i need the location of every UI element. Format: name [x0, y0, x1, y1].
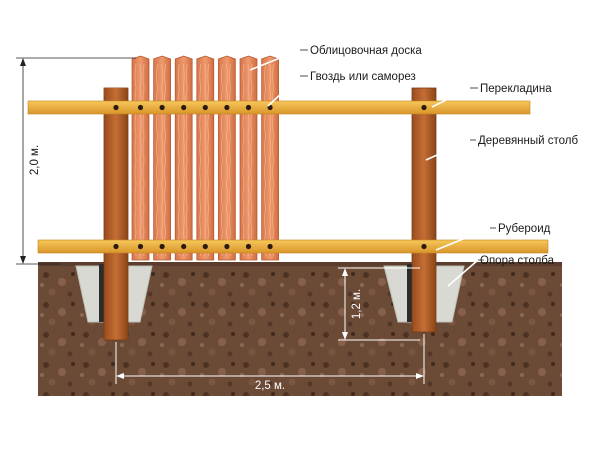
board-grain [207, 63, 210, 257]
wooden-post-left [103, 87, 129, 341]
nail-head [202, 104, 208, 111]
nail-head [421, 104, 427, 111]
board-grain [269, 63, 271, 257]
height-dimension: 2,0 м. [16, 57, 136, 265]
label-roofing-felt: Рубероид [498, 223, 551, 235]
nail-head [113, 243, 119, 250]
nail-head [137, 104, 144, 111]
nail-head [159, 243, 165, 250]
board-grain [250, 63, 253, 257]
callout-leaders [249, 49, 496, 287]
nail-head [245, 243, 252, 250]
board-grain [225, 63, 228, 257]
board-grain [164, 63, 167, 257]
board-grain [134, 63, 137, 257]
post-left-front [104, 88, 128, 96]
board-grain [156, 63, 159, 257]
board-grain [229, 63, 231, 257]
crossbar-bottom [37, 239, 549, 254]
nail-head [224, 104, 230, 111]
height-label: 2,0 м. [29, 145, 41, 175]
board-grain [204, 63, 207, 257]
wooden-post-right [411, 87, 437, 333]
label-cladding-board: Облицовочная доска [310, 45, 422, 57]
crossbar-top [27, 100, 531, 115]
nail-head [137, 243, 144, 250]
nail-head [181, 104, 187, 111]
roofing-felt-left [99, 264, 104, 322]
board-grain [247, 63, 250, 257]
board-grain [139, 63, 142, 257]
board-grain [177, 63, 180, 257]
board-grain [161, 63, 163, 257]
nail-head [159, 104, 165, 111]
cladding-boards [131, 55, 279, 261]
span-dimension: 2,5 м. [115, 334, 425, 392]
board-grain [142, 63, 145, 257]
board-grain [185, 63, 188, 257]
nail-head [113, 104, 119, 111]
board-grain [272, 63, 275, 257]
roofing-felt-right [407, 264, 412, 322]
nail-head [181, 243, 187, 250]
nail-head [245, 104, 252, 111]
board-grain [264, 63, 267, 257]
soil-top-edge [38, 262, 562, 266]
label-crossbar: Перекладина [480, 83, 552, 95]
board-grain [199, 63, 202, 257]
nail-head [421, 243, 427, 250]
nail-head [202, 243, 208, 250]
span-label: 2,5 м. [255, 380, 285, 392]
label-nail-or-screw: Гвоздь или саморез [310, 71, 416, 83]
board-grain [221, 63, 223, 257]
board-grain [182, 63, 185, 257]
label-wooden-post: Деревянный столб [478, 135, 579, 147]
nail-head [267, 243, 273, 250]
label-post-support: Опора столба [480, 255, 555, 267]
depth-label: 1,2 м. [351, 289, 363, 319]
depth-dimension: 1,2 м. [338, 267, 420, 341]
nails [113, 104, 427, 250]
nail-head [224, 243, 230, 250]
board-grain [242, 63, 245, 257]
